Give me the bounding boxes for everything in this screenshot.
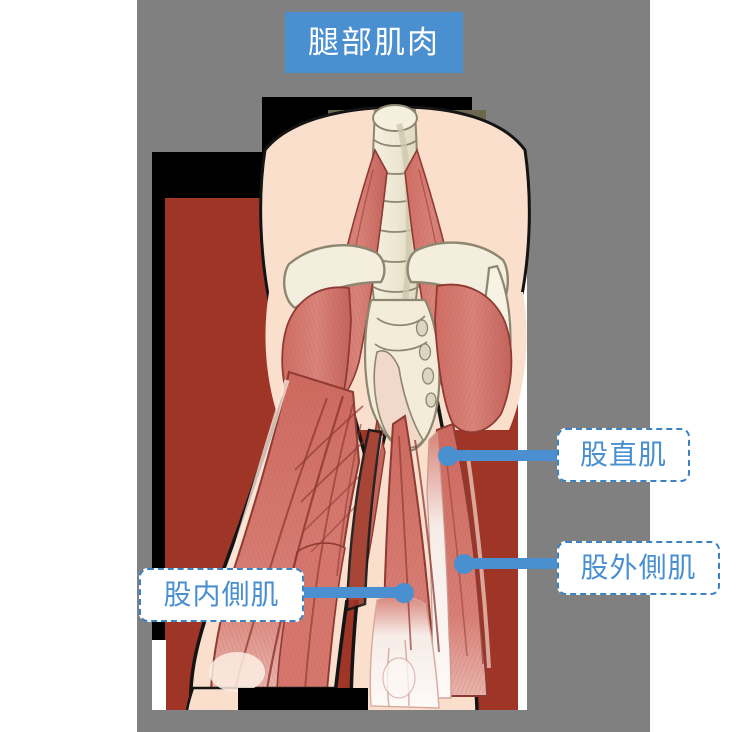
iliac-crest-left xyxy=(283,244,386,310)
callout-label-vastus-medialis: 股内側肌 xyxy=(163,579,280,610)
left-thigh-muscles xyxy=(209,370,368,691)
groin-gap xyxy=(345,428,383,612)
knee-highlight xyxy=(209,652,265,692)
callout-label-vastus-lateralis: 股外側肌 xyxy=(580,552,697,583)
patella xyxy=(382,657,416,699)
anatomy-illustration xyxy=(185,104,531,712)
page-title-text: 腿部肌肉 xyxy=(308,25,440,60)
leader-line-vastus-lateralis xyxy=(463,558,564,569)
leader-line-vastus-medialis xyxy=(297,587,403,598)
callout-vastus-lateralis[interactable]: 股外側肌 xyxy=(557,541,720,595)
callout-vastus-medialis[interactable]: 股内側肌 xyxy=(139,568,304,622)
leader-dot-rectus-femoris xyxy=(438,446,458,466)
leader-dot-vastus-lateralis xyxy=(454,554,474,574)
callout-label-rectus-femoris: 股直肌 xyxy=(579,439,667,470)
black-panel-bottom xyxy=(238,688,368,712)
right-thigh-muscles xyxy=(360,414,491,709)
gray-panel-bottom xyxy=(137,710,650,732)
leader-line-rectus-femoris xyxy=(447,450,564,461)
leader-dot-vastus-medialis xyxy=(394,583,414,603)
pelvic-inlet xyxy=(373,350,424,449)
fascia-line xyxy=(304,403,354,691)
white-edge-left xyxy=(152,640,166,710)
page-title: 腿部肌肉 xyxy=(285,12,463,73)
callout-rectus-femoris[interactable]: 股直肌 xyxy=(557,428,690,482)
gluteus-medius-right xyxy=(434,283,513,434)
white-edge-right xyxy=(518,240,527,710)
